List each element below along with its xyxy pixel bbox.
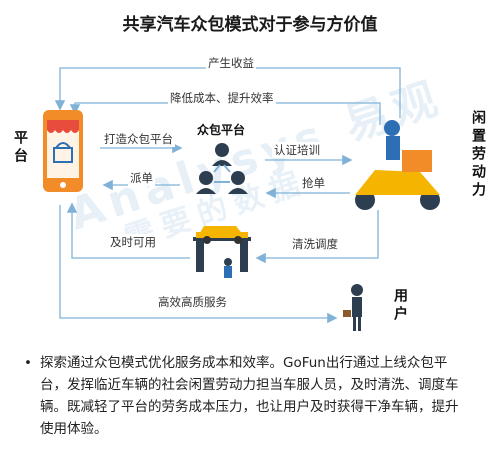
bullet-paragraph: • 探索通过众包模式优化服务成本和效率。GoFun出行通过上线众包平台，发挥临近… <box>24 352 470 440</box>
node-crowd-platform: 众包平台 <box>197 123 246 137</box>
label-dispatch: 派单 <box>128 170 155 186</box>
label-timely-available: 及时可用 <box>108 234 158 250</box>
node-idle-labor: 闲置劳动力 <box>470 110 486 200</box>
node-user: 用户 <box>392 288 408 324</box>
label-quality-service: 高效高质服务 <box>156 294 229 310</box>
label-build-platform: 打造众包平台 <box>102 131 175 147</box>
car-lift-icon <box>193 226 251 278</box>
arrow-timely <box>66 202 190 259</box>
bullet-text: 探索通过众包模式优化服务成本和效率。GoFun出行通过上线众包平台，发挥临近车辆… <box>40 355 459 437</box>
label-clean-dispatch: 清洗调度 <box>290 236 340 252</box>
node-platform: 平台 <box>12 130 28 166</box>
arrow-clean <box>255 210 379 264</box>
flow-diagram <box>43 67 440 331</box>
label-cost-efficiency: 降低成本、提升效率 <box>168 90 276 106</box>
diagram-title: 共享汽车众包模式对于参与方价值 <box>122 15 378 35</box>
label-revenue: 产生收益 <box>206 55 256 71</box>
phone-icon <box>43 110 83 192</box>
arrow-quality <box>59 205 338 324</box>
delivery-scooter-icon <box>355 120 440 210</box>
label-grab-order: 抢单 <box>300 175 327 191</box>
businessman-icon <box>343 284 363 331</box>
people-group-icon <box>196 143 248 194</box>
bullet-dot: • <box>24 355 32 371</box>
label-certify-train: 认证培训 <box>272 142 322 158</box>
